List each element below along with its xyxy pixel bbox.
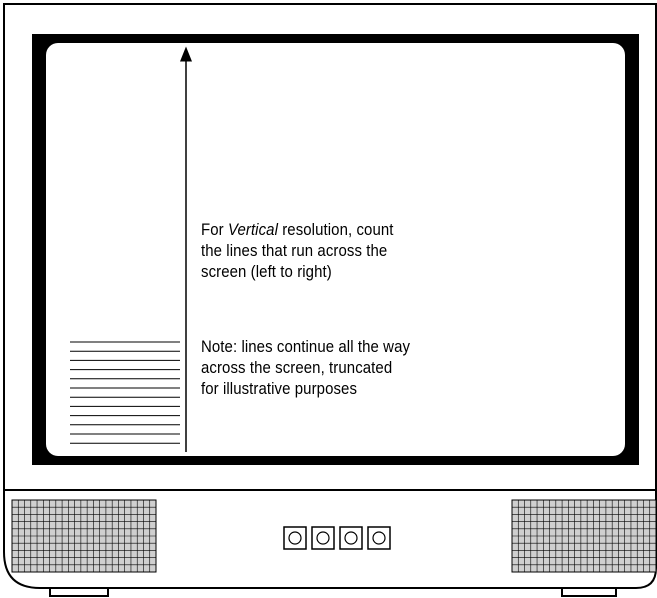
caption-emphasis: Vertical: [228, 220, 278, 239]
right-speaker-grille: [512, 500, 656, 572]
control-button: [284, 527, 306, 549]
vertical-resolution-caption: For Vertical resolution, count the lines…: [201, 219, 412, 282]
control-button: [340, 527, 362, 549]
left-speaker-grille: [12, 500, 156, 572]
caption-prefix: For: [201, 220, 228, 239]
control-button: [368, 527, 390, 549]
control-button: [312, 527, 334, 549]
truncation-note: Note: lines continue all the way across …: [201, 336, 412, 399]
